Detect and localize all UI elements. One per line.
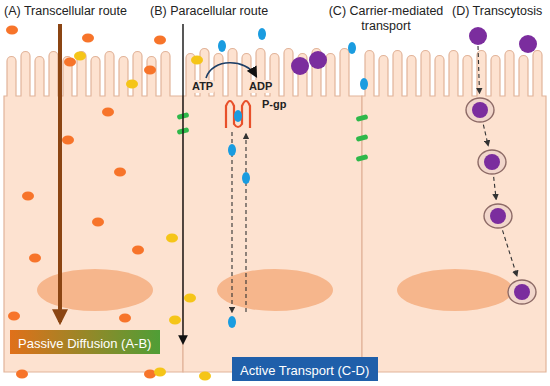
orange-molecule [114,168,126,177]
purple-molecule [309,51,327,69]
nucleus [217,269,333,311]
dashed-arrow [231,132,232,312]
orange-molecule [82,34,94,43]
purple-molecule [490,208,506,224]
yellow-molecule [199,372,211,381]
orange-molecule [8,312,20,321]
epithelial-cell [362,51,546,373]
dashed-arrow [483,125,488,146]
blue-molecule [242,172,250,184]
orange-molecule [144,66,156,75]
tight-junction [356,134,369,142]
purple-molecule [484,154,500,170]
vesicle [508,280,536,304]
route-heading: (A) Transcellular route [4,4,127,19]
yellow-molecule [166,234,178,243]
dashed-arrow [494,177,496,199]
blue-molecule [348,42,356,54]
blue-molecule [360,78,368,90]
vesicle [484,204,512,228]
route-heading: (B) Paracellular route [150,4,268,19]
yellow-molecule [74,52,86,61]
yellow-molecule [169,316,181,325]
purple-molecule [519,35,537,53]
blue-molecule [218,40,226,52]
vesicle [466,98,494,122]
dashed-arrow [245,134,246,312]
passive-band: Passive Diffusion (A-B) [10,330,160,354]
atp-arrow [206,63,256,78]
p-gp-label: P-gp [260,98,288,111]
orange-molecule [102,108,114,117]
orange-molecule [92,218,104,227]
band-label: Active Transport (C-D) [240,363,369,379]
yellow-molecule [126,80,138,89]
route-heading: (D) Transcytosis [452,4,542,19]
orange-molecule [119,314,131,323]
orange-molecule [64,58,76,67]
tight-junction [356,114,369,122]
p-gp-transporter [226,101,250,128]
blue-molecule [228,316,236,328]
route-heading: (C) Carrier-mediated transport [322,4,450,34]
dashed-arrow [503,230,517,275]
purple-molecule [469,27,487,45]
orange-molecule [6,26,18,35]
epithelial-cell [183,49,362,373]
transcellular-arrow [58,24,62,322]
vesicle [478,150,506,174]
blue-molecule [234,110,242,122]
nucleus [397,269,513,311]
orange-molecule [22,192,34,201]
blue-molecule [258,28,266,40]
orange-molecule [29,254,41,263]
orange-molecule [16,370,28,379]
nucleus [37,269,153,311]
orange-molecule [62,136,74,145]
orange-molecule [154,36,166,45]
orange-molecule [132,246,144,255]
purple-molecule [514,284,530,300]
blue-molecule [228,144,236,156]
purple-molecule [291,57,309,75]
paracellular-arrow [182,24,183,343]
dashed-arrow [478,46,479,93]
adp-label: ADP [247,80,274,93]
atp-label: ATP [190,80,215,93]
yellow-molecule [191,56,203,65]
active-band: Active Transport (C-D) [232,357,378,381]
yellow-molecule [184,294,196,303]
band-label: Passive Diffusion (A-B) [18,336,151,352]
epithelial-cell [4,52,183,373]
purple-molecule [472,102,488,118]
yellow-molecule [154,368,166,377]
tight-junction [356,154,369,162]
